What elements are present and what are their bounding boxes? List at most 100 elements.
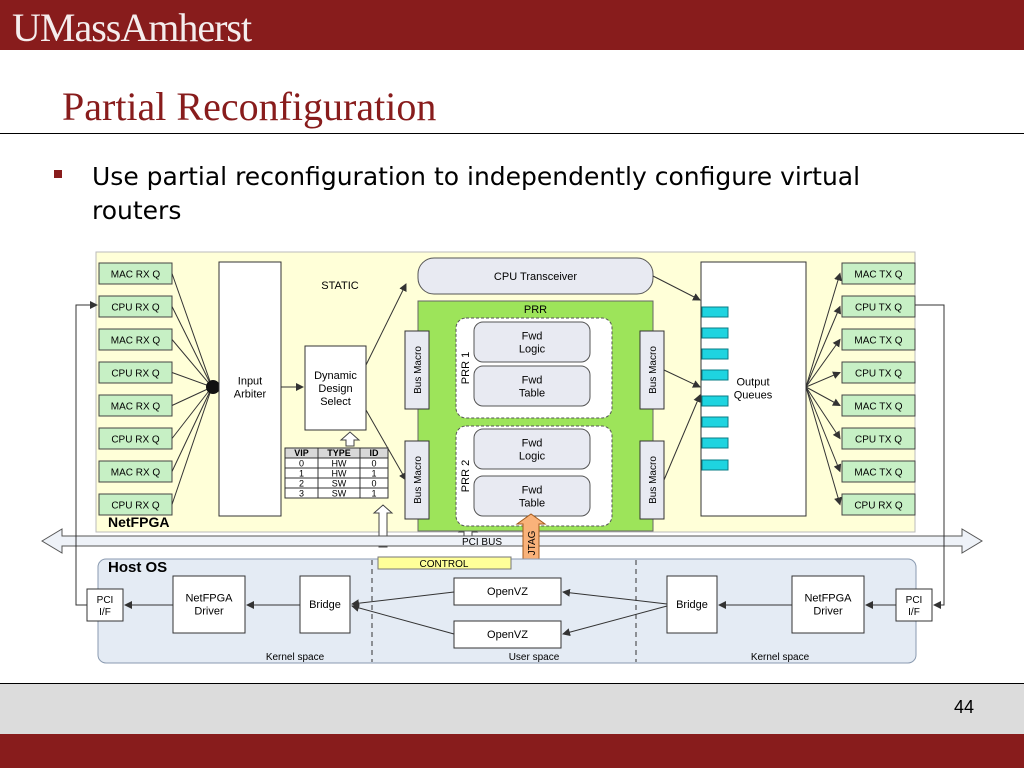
bullet-text: Use partial reconfiguration to independe…: [92, 162, 861, 225]
output-queue-slot-0: [701, 306, 729, 318]
left-queue-label-3: CPU RX Q: [111, 369, 160, 380]
right-queue-label-6: MAC TX Q: [854, 468, 902, 479]
left-queue-label-0: MAC RX Q: [111, 270, 161, 281]
left-queue-link-1: [171, 306, 213, 388]
left-pci-if-label-line-1: I/F: [99, 607, 111, 618]
output-queue-slot-6: [701, 437, 729, 449]
input-arbiter-box: [218, 261, 282, 517]
openvz-upper-box: [453, 577, 562, 606]
prr1-fwd-table-box: [473, 365, 591, 407]
right-queue-label-5: CPU TX Q: [855, 435, 902, 446]
jtag-arrow: [515, 513, 547, 563]
right-bridge-box: [666, 575, 718, 634]
right-queue-2: [841, 328, 916, 351]
netfpga-label: NetFPGA: [108, 514, 169, 530]
dynamic-design-select-box: [304, 345, 367, 431]
prr2-fwd-logic-label-line-1: Logic: [519, 451, 546, 463]
bridge-to-openvz2-arrow: [562, 605, 668, 637]
right-lower-bus-macro: [639, 440, 665, 520]
prr2-fwd-table-label-line-1: Table: [519, 498, 545, 510]
pci-bus-label: PCI BUS: [462, 537, 502, 548]
right-upper-bus-macro: [639, 330, 665, 410]
transceiver-to-queues-line: [652, 275, 701, 301]
right-lower-bus-macro-label: Bus Macro: [648, 456, 659, 504]
user-space-label: User space: [509, 652, 560, 663]
right-loop-line: [915, 304, 945, 609]
output-queues-label-line-1: Queues: [734, 390, 773, 402]
vip-to-dds-arrow: [339, 431, 361, 447]
left-queue-link-5: [171, 386, 213, 439]
right-queue-6: [841, 460, 916, 483]
vip-table-cell-0-0: 0: [299, 459, 304, 469]
output-queue-slot-1: [701, 327, 729, 339]
vip-table-header-1: TYPE: [327, 448, 351, 458]
right-queue-4: [841, 394, 916, 417]
right-netfpga-driver-label-line-0: NetFPGA: [804, 593, 852, 605]
left-queue-label-5: CPU RX Q: [111, 435, 160, 446]
left-netfpga-driver-box: [172, 575, 246, 634]
bottom-bar: [0, 734, 1024, 768]
lower-busmacro-to-queues-line: [663, 394, 701, 481]
left-queue-label-2: MAC RX Q: [111, 336, 161, 347]
prr1-fwd-logic-box: [473, 321, 591, 363]
right-queue-link-3: [805, 371, 841, 388]
prr1-fwd-logic-label-line-1: Logic: [519, 344, 546, 356]
prr1-fwd-logic-label-line-0: Fwd: [522, 331, 543, 343]
page-number: 44: [953, 697, 974, 717]
fan-in-node: [206, 380, 220, 394]
left-loop-line: [75, 301, 98, 606]
vip-table-cell-3-0: 3: [299, 489, 304, 499]
left-queue-label-4: MAC RX Q: [111, 402, 161, 413]
prr1-label: PRR 1: [460, 352, 472, 384]
right-queue-7: [841, 493, 916, 516]
right-netfpga-driver-label-line-1: Driver: [813, 606, 843, 618]
right-queue-link-4: [805, 386, 841, 406]
university-logo: UMassAmherst: [12, 5, 252, 50]
dynamic-design-select-label-line-2: Select: [320, 396, 351, 408]
openvz-lower-box: [453, 620, 562, 649]
right-queue-label-3: CPU TX Q: [855, 369, 902, 380]
right-queue-1: [841, 295, 916, 318]
left-pci-if-label-line-0: PCI: [97, 595, 114, 606]
left-kernel-space-label: Kernel space: [266, 652, 325, 663]
left-queue-link-7: [171, 386, 213, 505]
right-queue-link-0: [805, 272, 842, 388]
upper-busmacro-to-queues-line: [663, 369, 701, 388]
jtag-label: JTAG: [527, 530, 538, 555]
vip-table-cell-0-1: HW: [332, 459, 347, 469]
right-queue-link-2: [805, 338, 841, 388]
vip-table-cell-2-2: 0: [371, 479, 376, 489]
output-queue-slot-2: [701, 348, 729, 360]
cpu-transceiver-label: CPU Transceiver: [494, 271, 577, 283]
output-queue-slot-4: [701, 395, 729, 407]
static-label: STATIC: [321, 280, 359, 292]
right-pci-if-label-line-1: I/F: [908, 607, 920, 618]
right-queue-label-0: MAC TX Q: [854, 270, 902, 281]
right-queue-link-1: [805, 305, 841, 388]
output-queue-slot-5: [701, 416, 729, 428]
left-queue-link-2: [171, 339, 213, 388]
right-queue-link-7: [805, 386, 842, 506]
right-queue-0: [841, 262, 916, 285]
vip-table-header-0: VIP: [294, 448, 309, 458]
vip-table-cell-2-0: 2: [299, 479, 304, 489]
control-label: CONTROL: [420, 559, 469, 570]
left-bridge-label: Bridge: [309, 599, 341, 611]
vip-table-cell-1-0: 1: [299, 469, 304, 479]
output-queue-slot-7: [701, 459, 729, 471]
right-queue-label-2: MAC TX Q: [854, 336, 902, 347]
title-divider: [0, 133, 1024, 134]
header-bar: UMassAmherst: [0, 0, 1024, 50]
left-netfpga-driver-label-line-1: Driver: [194, 606, 224, 618]
left-queue-label-7: CPU RX Q: [111, 501, 160, 512]
openvz-lower-label: OpenVZ: [487, 629, 528, 641]
right-queue-5: [841, 427, 916, 450]
prr2-fwd-logic-label-line-0: Fwd: [522, 438, 543, 450]
left-upper-bus-macro-label: Bus Macro: [413, 346, 424, 394]
left-bridge-box: [299, 575, 351, 634]
right-queue-3: [841, 361, 916, 384]
output-queues-box: [700, 261, 807, 517]
left-lower-bus-macro-label: Bus Macro: [413, 456, 424, 504]
dds-to-lower-busmacro-line: [365, 409, 407, 481]
